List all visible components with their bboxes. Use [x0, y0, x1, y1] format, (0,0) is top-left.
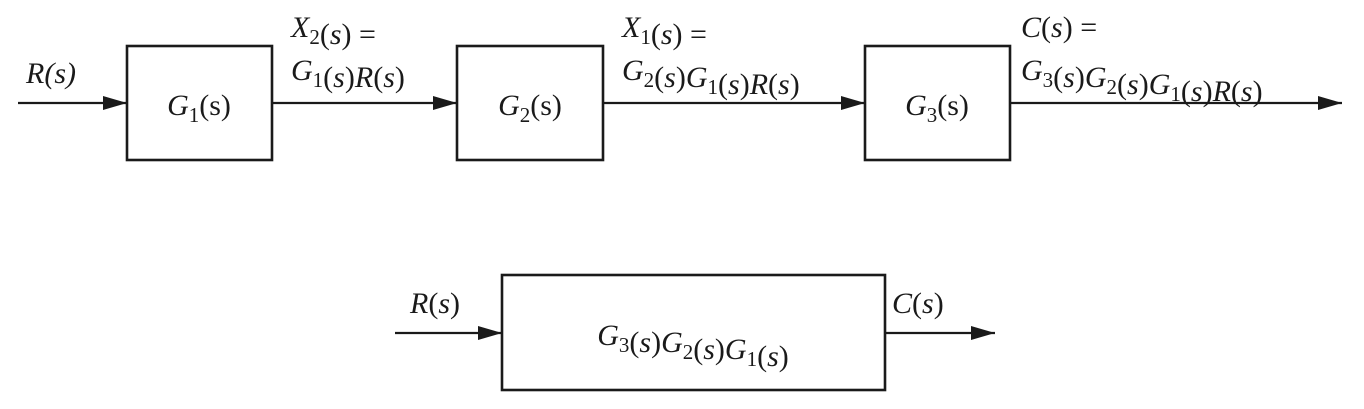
block-g3-label: G3(s) — [905, 89, 969, 127]
equivalent-diagram: R(s) G3(s)G2(s)G1(s) C(s) — [395, 273, 995, 392]
x2-label-line2: G1(s)R(s) — [291, 54, 405, 94]
block-g2-label: G2(s) — [498, 89, 562, 127]
block-g3: G3(s) — [863, 44, 1012, 162]
x1-label: X1(s) = G2(s)G1(s)R(s) — [621, 11, 800, 101]
block-g1: G1(s) — [125, 44, 274, 162]
block-g2: G2(s) — [455, 44, 605, 162]
output-label-line2: G3(s)G2(s)G1(s)R(s) — [1021, 54, 1263, 108]
output-label-line1: C(s) = — [1021, 11, 1097, 44]
x1-label-line2: G2(s)G1(s)R(s) — [622, 54, 800, 101]
x2-label-line1: X2(s) = — [290, 11, 376, 51]
cascade-diagram: R(s) G1(s) G2(s) G3(s) X2(s) = G1(s)R(s)… — [18, 11, 1342, 162]
equiv-input-label: R(s) — [409, 287, 460, 320]
x1-label-line1: X1(s) = — [621, 11, 707, 51]
output-label: C(s) = G3(s)G2(s)G1(s)R(s) — [1021, 11, 1263, 108]
equiv-block-label: G3(s)G2(s)G1(s) — [597, 319, 789, 373]
equiv-output-label: C(s) — [892, 287, 944, 320]
equiv-block: G3(s)G2(s)G1(s) — [500, 273, 887, 392]
block-g1-label: G1(s) — [167, 89, 231, 127]
input-signal-label: R(s) — [25, 57, 76, 90]
x2-label: X2(s) = G1(s)R(s) — [290, 11, 405, 94]
